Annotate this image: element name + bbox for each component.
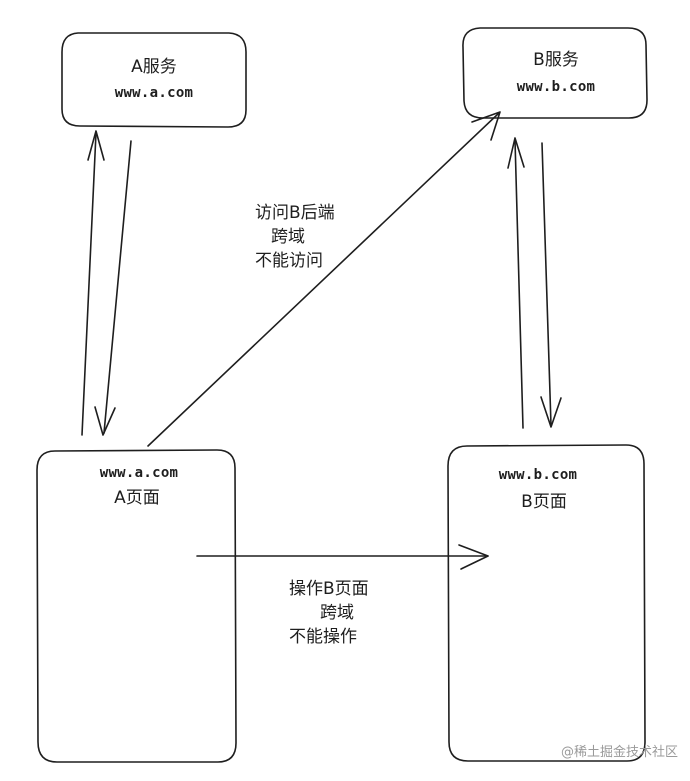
a-service-box <box>61 32 247 128</box>
b-page-domain: www.b.com <box>499 467 578 483</box>
a-page-title: A页面 <box>114 488 160 508</box>
a-service-title: A服务 <box>131 57 177 77</box>
edge-label-line-3: 不能访问 <box>255 251 323 271</box>
arrow-a-page-to-b-service <box>147 112 500 447</box>
b-service-domain: www.b.com <box>517 79 596 95</box>
b-page-b-service-arrows <box>507 137 562 429</box>
a-page-a-service-arrows <box>81 130 132 436</box>
a-page-node: www.a.com A页面 <box>36 449 237 763</box>
arrowhead-a-page <box>94 406 116 436</box>
arrow-a-service-to-a-page <box>103 140 132 434</box>
arrowhead-a-service <box>87 130 105 161</box>
a-service-domain: www.a.com <box>115 85 194 101</box>
arrow-b-page-to-b-service <box>514 139 524 429</box>
arrowhead-b-service-diagonal <box>471 111 501 141</box>
b-page-node: www.b.com B页面 <box>447 444 646 762</box>
arrow-b-service-to-b-page <box>541 142 552 426</box>
a-service-node: A服务 www.a.com <box>61 32 247 128</box>
a-page-domain: www.a.com <box>100 465 179 481</box>
arrow-a-page-to-a-service <box>81 132 97 436</box>
a-page-to-b-page-arrow <box>196 544 489 570</box>
edge-label-line-1: 操作B页面 <box>289 579 369 599</box>
edge-label-line-1: 访问B后端 <box>255 203 335 223</box>
b-service-box <box>462 27 648 119</box>
a-page-to-b-service-arrow <box>147 111 501 447</box>
b-service-title: B服务 <box>533 50 579 70</box>
b-service-node: B服务 www.b.com <box>462 27 648 119</box>
edge-label-line-3: 不能操作 <box>289 627 357 647</box>
watermark: @稀土掘金技术社区 <box>561 744 678 760</box>
a-page-box <box>36 449 237 763</box>
edge-label-line-2: 跨域 <box>271 227 305 247</box>
edge-label-a-page-to-b-service: 访问B后端 跨域 不能访问 <box>255 203 335 271</box>
b-page-box <box>447 444 646 762</box>
b-page-title: B页面 <box>521 492 567 512</box>
arrowhead-b-page-horizontal <box>458 544 489 570</box>
arrowhead-b-page <box>540 396 562 428</box>
edge-label-line-2: 跨域 <box>320 603 354 623</box>
arrowhead-b-service <box>507 137 525 169</box>
edge-label-a-page-to-b-page: 操作B页面 跨域 不能操作 <box>289 579 369 647</box>
